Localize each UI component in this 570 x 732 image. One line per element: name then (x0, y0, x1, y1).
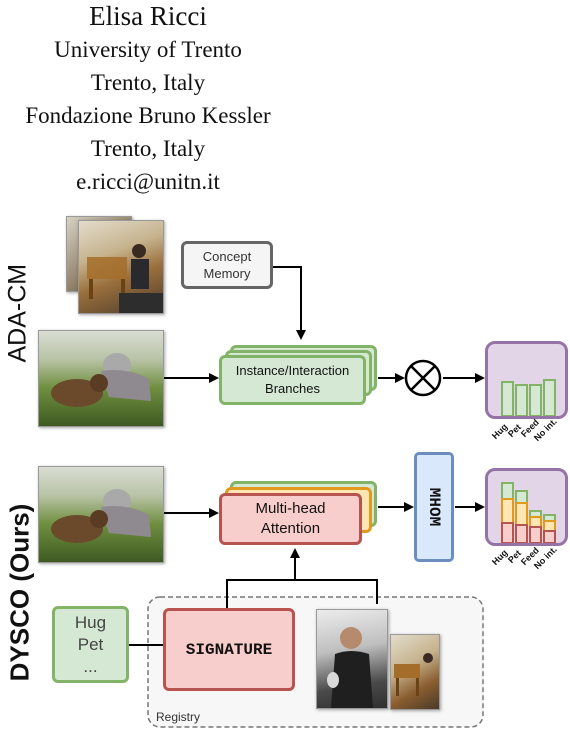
registry-image-man (316, 609, 388, 709)
multihead-attention-label: Multi-head Attention (255, 500, 326, 537)
query-pet: Pet (77, 634, 104, 654)
dysco-bar-pet-yellow (515, 502, 528, 543)
video-frame-front (78, 220, 164, 314)
instance-interaction-branches-box: Instance/Interaction Branches (219, 355, 366, 405)
circled-times-icon (404, 359, 442, 397)
query-hug: Hug (74, 612, 107, 632)
author-name: Elisa Ricci (89, 1, 207, 31)
ada-bar-feed (529, 384, 542, 416)
dysco-bar-noint-red (543, 530, 556, 543)
branches-label: Instance/Interaction Branches (235, 363, 350, 396)
dysco-bar-pet-red (515, 524, 528, 543)
dysco-output-scores (485, 468, 568, 546)
affiliation-line-3: Fondazione Bruno Kessler (25, 103, 271, 128)
affiliation-line-2: Trento, Italy (90, 70, 206, 95)
affiliation-line-4: Trento, Italy (90, 136, 206, 161)
ada-bar-hug (501, 381, 514, 416)
ada-bar-pet (515, 384, 528, 416)
ada-image-boy-dog (38, 330, 164, 427)
query-ellipsis: ... (83, 656, 98, 676)
ada-bar-no-int (543, 379, 556, 416)
signature-label: SIGNATURE (185, 640, 273, 659)
ada-output-scores (485, 341, 568, 419)
dysco-bar-feed-red (529, 526, 542, 543)
registry-image-room-2 (390, 634, 438, 708)
dysco-bar-hug-red (501, 522, 514, 543)
signature-box: SIGNATURE (163, 608, 295, 691)
dysco-image-boy-dog (38, 466, 164, 563)
mhom-box: MHOM (414, 452, 454, 562)
concept-memory-label: Concept Memory (202, 249, 252, 281)
text-query-box: Hug Pet ... (52, 606, 129, 683)
mhom-label: MHOM (425, 487, 443, 527)
author-block: Elisa Ricci University of Trento Trento,… (0, 0, 296, 198)
dysco-bar-hug-yellow (501, 498, 514, 543)
affiliation-line-1: University of Trento (54, 37, 242, 62)
author-email: e.ricci@unitn.it (76, 169, 220, 194)
concept-memory-box: Concept Memory (181, 241, 273, 289)
multihead-attention-box: Multi-head Attention (219, 493, 362, 545)
registry-label: Registry (156, 710, 201, 724)
